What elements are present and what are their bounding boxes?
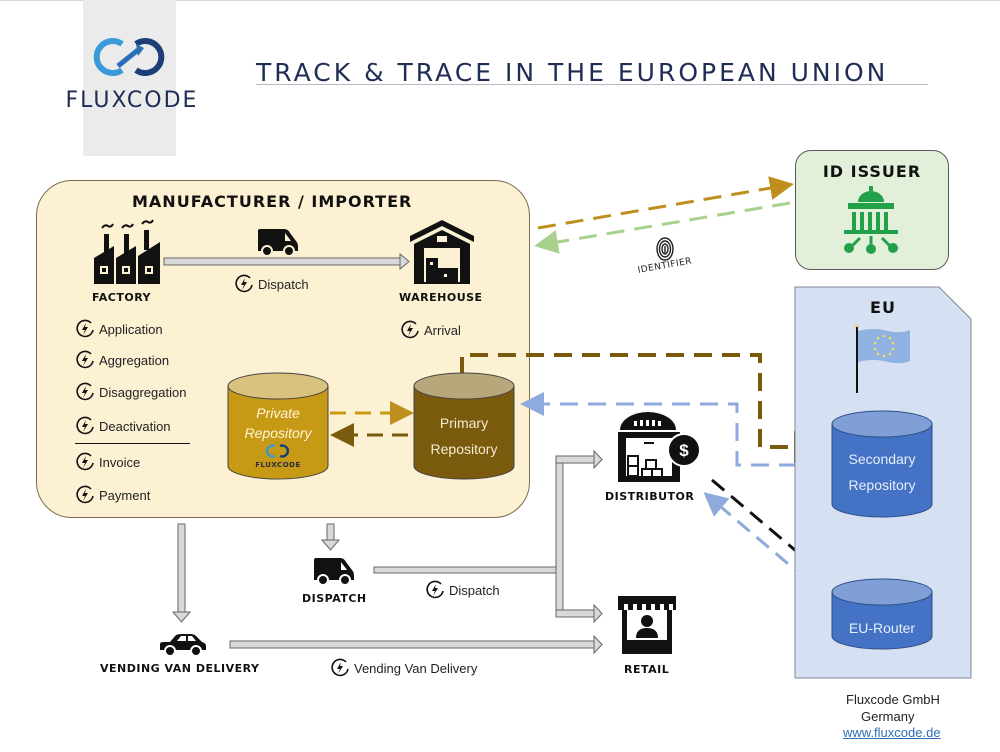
fluxcode-logo-icon xyxy=(93,38,165,76)
dispatch-event: Dispatch xyxy=(234,274,309,294)
private-repository-label: Private Repository xyxy=(226,403,330,443)
event-bolt-icon xyxy=(76,485,94,504)
id-issuer-heading: ID ISSUER xyxy=(822,162,922,181)
vending-van-event: Vending Van Delivery xyxy=(330,658,477,678)
event-label: Aggregation xyxy=(99,352,170,368)
gray-flow-arrows xyxy=(171,449,603,655)
warehouse-label: WAREHOUSE xyxy=(399,291,483,304)
event-bolt-icon xyxy=(76,350,94,369)
car-icon xyxy=(160,634,206,657)
footer-company: Fluxcode GmbH xyxy=(846,692,940,707)
delivery-van-icon xyxy=(258,229,298,257)
vending-van-event-label: Vending Van Delivery xyxy=(354,660,478,676)
event-bolt-icon xyxy=(426,580,444,599)
event-label: Disaggregation xyxy=(99,384,187,400)
factory-to-warehouse-arrow xyxy=(163,252,410,271)
event-label: Application xyxy=(99,321,163,337)
dispatch-label: DISPATCH xyxy=(302,592,367,605)
retail-label: RETAIL xyxy=(624,663,670,676)
primary-repository-line1: Primary xyxy=(439,415,489,431)
secondary-to-primary-arrow xyxy=(520,392,825,467)
vending-van-label: VENDING VAN DELIVERY xyxy=(100,662,260,675)
retail-shop-icon xyxy=(618,596,676,654)
fingerprint-icon xyxy=(656,237,674,261)
event-bolt-icon xyxy=(76,416,94,435)
event-bolt-icon xyxy=(76,382,94,401)
event-deactivation: Deactivation xyxy=(75,416,171,436)
manufacturer-heading: MANUFACTURER / IMPORTER xyxy=(132,192,413,211)
title-underline xyxy=(256,84,928,85)
distributor-icon: $ xyxy=(618,412,701,482)
brand-name: FLUXCODE xyxy=(65,88,199,113)
footer-country: Germany xyxy=(861,709,915,724)
eu-heading: EU xyxy=(870,298,896,317)
footer-website-link[interactable]: www.fluxcode.de xyxy=(843,725,941,740)
event-payment: Payment xyxy=(75,485,150,505)
secondary-repository-line1: Secondary xyxy=(848,451,916,467)
event-divider xyxy=(75,443,190,444)
distributor-label: DISTRIBUTOR xyxy=(605,490,695,503)
event-bolt-icon xyxy=(331,658,349,677)
eu-flag-icon xyxy=(855,324,910,393)
from-id-issuer-arrow xyxy=(534,201,791,254)
event-bolt-icon xyxy=(401,320,419,339)
private-repository-cylinder xyxy=(227,372,329,480)
primary-repository-line2: Repository xyxy=(430,441,498,457)
event-label: Deactivation xyxy=(99,418,171,434)
event-disaggregation: Disaggregation xyxy=(75,382,186,402)
arrival-event-label: Arrival xyxy=(424,322,461,338)
bottom-dispatch-event: Dispatch xyxy=(425,580,500,600)
factory-label: FACTORY xyxy=(92,291,152,304)
primary-to-secondary-arrow xyxy=(460,353,826,463)
factory-icon xyxy=(94,219,160,284)
bottom-dispatch-event-label: Dispatch xyxy=(449,582,500,598)
svg-text:$: $ xyxy=(679,441,689,460)
top-border xyxy=(0,0,1000,1)
secondary-repository-cylinder xyxy=(831,410,933,518)
event-invoice: Invoice xyxy=(75,452,140,472)
eu-router-cylinder xyxy=(831,578,933,650)
secondary-repository-label: Secondary Repository xyxy=(830,446,934,498)
private-repository-line2: Repository xyxy=(244,425,312,441)
government-building-icon xyxy=(844,186,898,254)
fluxcode-mini-logo-icon xyxy=(265,444,290,458)
event-label: Payment xyxy=(99,487,151,503)
dispatch-van-icon xyxy=(314,558,354,586)
secondary-repository-line2: Repository xyxy=(848,477,916,493)
to-id-issuer-arrow xyxy=(537,176,794,230)
warehouse-icon xyxy=(410,220,474,284)
page-title: TRACK & TRACE IN THE EUROPEAN UNION xyxy=(256,58,889,87)
event-bolt-icon xyxy=(235,274,253,293)
private-repository-brand: FLUXCODE xyxy=(255,461,301,469)
arrival-event: Arrival xyxy=(400,320,461,340)
event-label: Invoice xyxy=(99,454,141,470)
event-bolt-icon xyxy=(76,452,94,471)
event-bolt-icon xyxy=(76,319,94,338)
private-repository-line1: Private xyxy=(256,405,300,421)
primary-repository-cylinder xyxy=(413,372,515,480)
eu-router-label: EU-Router xyxy=(848,620,916,636)
logo-background xyxy=(83,0,176,156)
event-aggregation: Aggregation xyxy=(75,350,169,370)
dispatch-event-label: Dispatch xyxy=(258,276,309,292)
event-application: Application xyxy=(75,319,163,339)
primary-repository-label: Primary Repository xyxy=(412,410,516,462)
